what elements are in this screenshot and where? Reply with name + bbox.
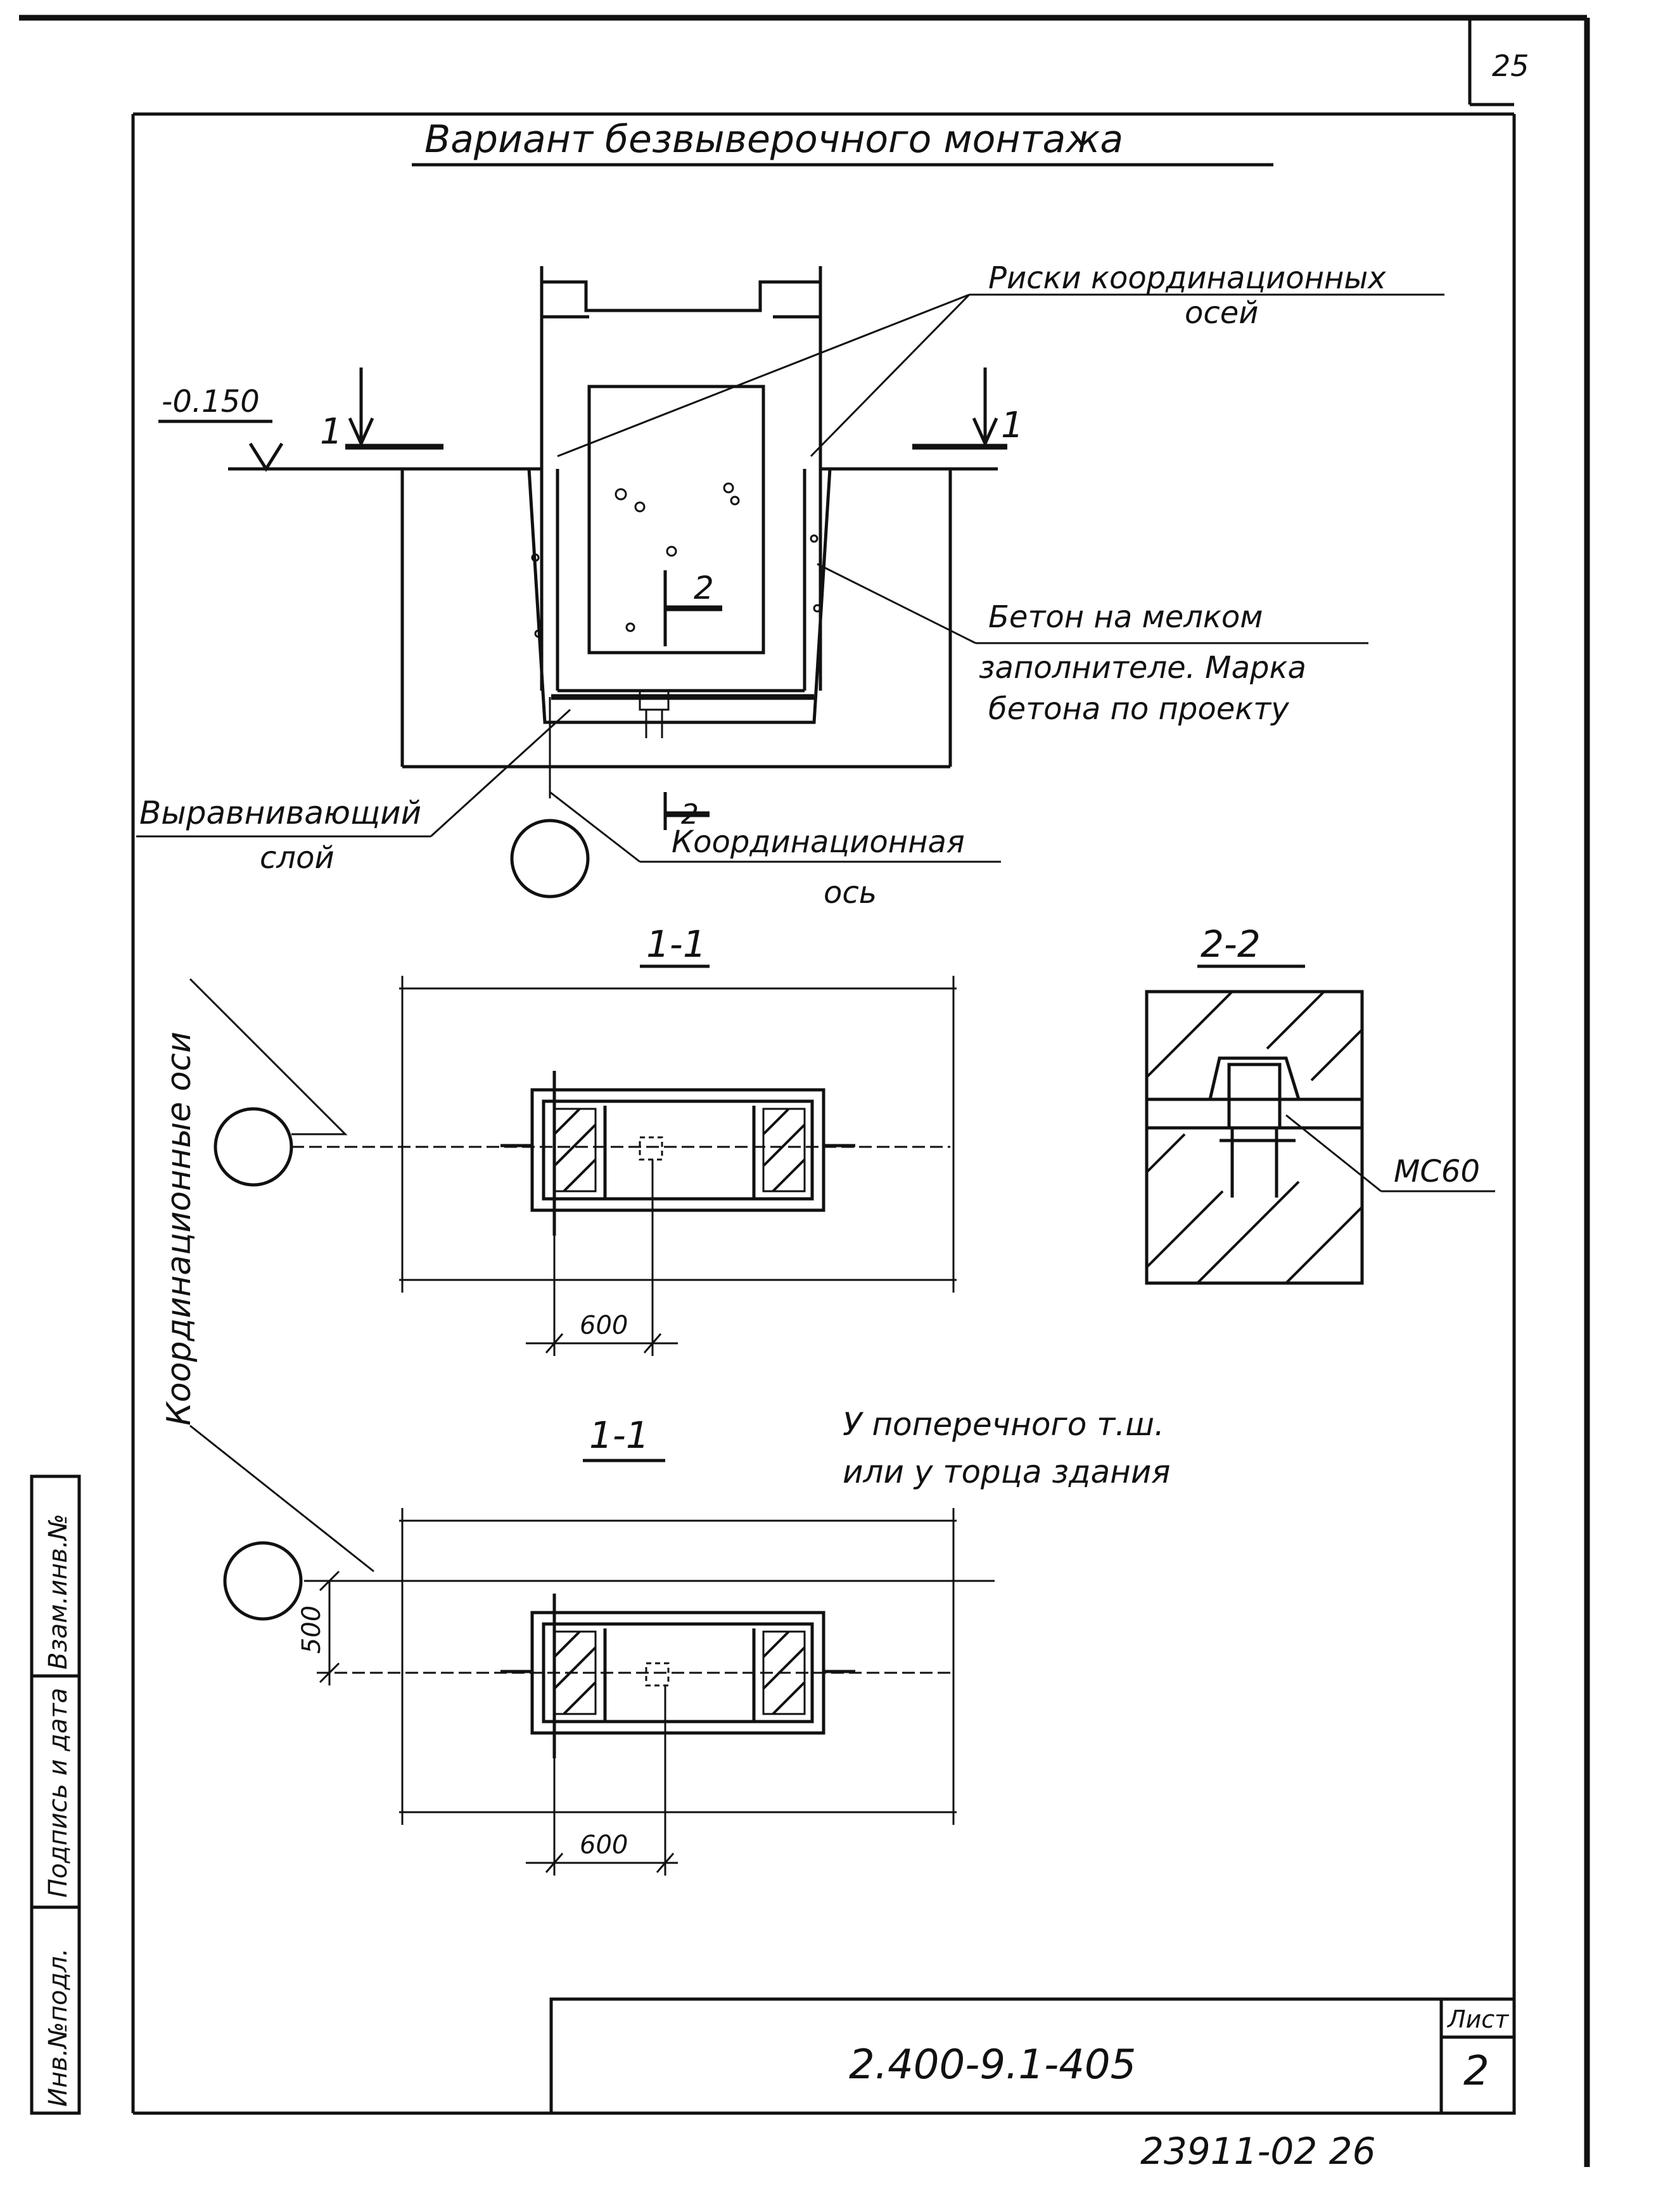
section-title-upper-1-1: 1-1	[646, 923, 706, 966]
sheet-label: Лист	[1446, 2005, 1510, 2033]
archive-number: 23911-02 26	[1140, 2130, 1375, 2173]
dimension-upper-600: 600	[580, 1311, 628, 1340]
risks-leader	[557, 293, 1444, 457]
leveling-label-line1: Выравнивающий	[139, 795, 421, 831]
side-field-signature-date: Подпись и дата	[44, 1688, 73, 1898]
risks-label-line1: Риски координационных	[988, 260, 1386, 296]
axis-leader	[549, 791, 1001, 863]
sheet-number: 2	[1463, 2048, 1489, 2095]
section-2-2-view	[1145, 990, 1495, 1285]
sheet-frame	[19, 15, 1590, 2167]
leveling-leader	[136, 708, 571, 838]
mc-label: МС60	[1394, 1154, 1480, 1189]
section-mark-2-upper: 2	[694, 570, 714, 606]
risks-label-line2: осей	[1185, 295, 1258, 331]
upper-plan-view	[213, 976, 957, 1356]
section-title-2-2: 2-2	[1201, 923, 1261, 966]
page-number: 25	[1492, 49, 1529, 83]
concrete-label-line1: Бетон на мелком	[988, 599, 1263, 635]
document-code: 2.400-9.1-405	[849, 2042, 1136, 2088]
lower-plan-view	[223, 1508, 995, 1876]
leveling-label-line2: слой	[260, 840, 335, 876]
axis-label-line1: Координационная	[672, 824, 965, 860]
elevation-view	[158, 266, 1007, 898]
concrete-leader	[817, 563, 1368, 644]
concrete-label-line2: заполнителе. Марка	[979, 650, 1306, 686]
section-title-lower-1-1: 1-1	[589, 1414, 649, 1457]
transverse-note-line1: У поперечного т.ш.	[843, 1406, 1164, 1443]
section-mark-right: 1	[1001, 405, 1024, 446]
drawing-title: Вариант безвыверочного монтажа	[424, 117, 1123, 162]
section-mark-left: 1	[320, 411, 343, 452]
axes-vertical-label: Координационные оси	[160, 1032, 198, 1426]
concrete-label-line3: бетона по проекту	[988, 691, 1289, 727]
side-stamp	[30, 1474, 81, 2115]
section-mark-2-lower: 2	[681, 798, 699, 831]
title-block	[549, 1997, 1516, 2115]
axis-label-line2: ось	[824, 875, 877, 911]
side-field-vzam-inv: Взам.инв.№	[44, 1514, 73, 1670]
side-field-inv-podl: Инв.№подл.	[44, 1948, 73, 2107]
axes-vertical-leader	[189, 978, 374, 1573]
dimension-lower-500: 500	[297, 1606, 326, 1654]
dimension-lower-600: 600	[580, 1831, 628, 1860]
elevation-label: -0.150	[162, 384, 260, 419]
transverse-note-line2: или у торца здания	[843, 1454, 1170, 1490]
